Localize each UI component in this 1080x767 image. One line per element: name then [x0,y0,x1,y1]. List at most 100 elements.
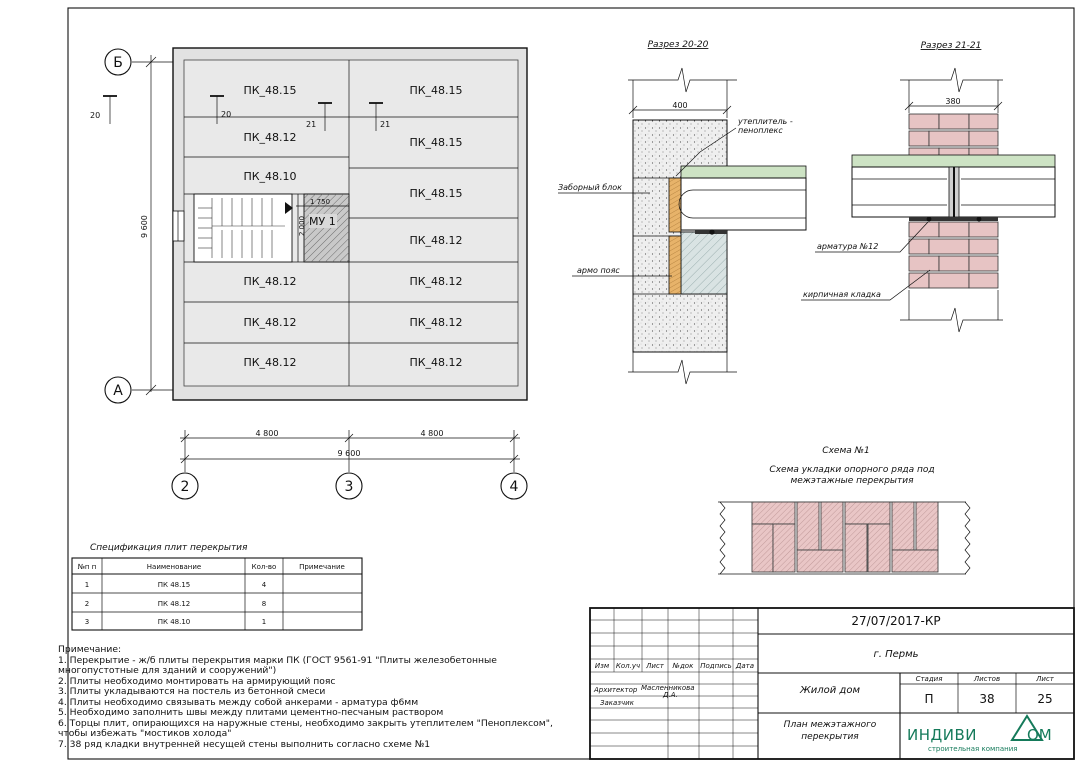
section-21-21: Разрез 21-21 380 [801,41,1056,333]
tb-stage: П [924,692,933,706]
mu1-label: МУ 1 [309,215,336,228]
notes-line: 5. Необходимо заполнить швы между плитам… [58,707,443,718]
floor-plan: МУ 1 1 750 2 000 ПК_48.15 ПК_48.12 ПК_48… [90,47,528,500]
slab-label: ПК_48.12 [409,316,462,329]
notes-heading: Примечание: [58,644,121,655]
spec-cell: ПК 48.10 [158,618,191,626]
tb-code: 27/07/2017-КР [851,614,940,628]
tb-person-1: Масленникова [641,684,695,692]
notes: Примечание: 1. Перекрытие - ж/б плиты пе… [58,644,553,750]
slab-label: ПК_48.12 [409,234,462,247]
tb-stage-header: Стадия [916,675,943,683]
label-masonry: кирпичная кладка [803,290,881,299]
screed-layer [680,165,807,179]
logo-subtitle: строительная компания [928,745,1017,753]
svg-text:20: 20 [221,110,231,119]
axis-bubble-4 [500,472,528,500]
svg-text:21: 21 [306,120,316,129]
spec-header-qty: Кол-во [252,563,277,571]
tb-sheets: 38 [979,692,994,706]
notes-line: 4. Плиты необходимо связывать между собо… [58,697,418,708]
axis-label-3: 3 [345,479,354,495]
notes-line: 3. Плиты укладываются на постель из бето… [58,686,325,697]
scheme-1: Схема №1 Схема укладки опорного ряда под… [718,446,971,575]
section-20-title: Разрез 20-20 [648,40,709,50]
svg-text:20: 20 [90,111,100,120]
logo-text-1: ИНДИВИ [907,726,977,744]
section-marker-21a: 21 [306,102,332,131]
tb-small-header: Лист [645,662,665,670]
slab-label: ПК_48.15 [409,136,462,149]
slab-label: ПК_48.12 [243,356,296,369]
spec-cell: ПК 48.15 [158,581,191,589]
screed-layer-21 [851,154,1056,168]
axis-bubble-2 [171,472,199,500]
section-marker-21b: 21 [369,102,390,131]
section-marker-20b: 20 [210,95,231,124]
notes-line: чтобы избежать "мостиков холода" [58,728,231,739]
tb-sheets-header: Листов [973,675,1000,683]
tb-list: 25 [1037,692,1052,706]
slab-label: ПК_48.12 [409,356,462,369]
slab-label: ПК_48.15 [409,84,462,97]
label-belt: армо пояс [577,266,620,275]
scheme-subtitle-1: Схема укладки опорного ряда под [769,465,934,475]
notes-line: 1. Перекрытие - ж/б плиты перекрытия мар… [58,655,497,666]
hollow-slab [680,177,807,231]
tb-list-header: Лист [1035,675,1055,683]
tb-small-header: Кол.уч [616,662,640,670]
tb-small-header: №док [672,662,694,670]
section-20-dim: 400 [672,101,687,110]
spec-header-name: Наименование [147,563,201,571]
dim-bottom-total: 9 600 [338,449,361,458]
tb-sheet-name-1: План межэтажного [784,720,877,730]
spec-cell: 1 [85,581,89,589]
axis-label-a: А [113,383,123,399]
slab-label: ПК_48.15 [409,187,462,200]
spec-cell: 4 [262,581,267,589]
label-insulation-2: пеноплекс [738,126,783,135]
spec-cell: ПК 48.12 [158,600,191,608]
spec-cell: 2 [85,600,89,608]
tb-role-customer: Заказчик [600,699,635,707]
label-rebar: арматура №12 [817,242,878,251]
spec-cell: 1 [262,618,266,626]
house-icon [1010,714,1044,741]
slab-label: ПК_48.15 [243,84,296,97]
insulation-lower [668,235,682,295]
section-21-title: Разрез 21-21 [921,41,982,51]
axis-label-2: 2 [181,479,190,495]
slab-label: ПК_48.12 [409,275,462,288]
axis-label-4: 4 [510,479,519,495]
logo-text-2: ОМ [1027,726,1052,744]
label-insulation-1: утеплитель - [737,117,793,126]
tb-city: г. Пермь [873,649,918,660]
section-20-20: Разрез 20-20 400 утеплитель - пеноплек [558,40,807,385]
tb-object: Жилой дом [799,685,860,696]
spec-title: Спецификация плит перекрытия [90,543,248,553]
dim-bottom-a: 4 800 [256,429,279,438]
slab-label: ПК_48.10 [243,170,296,183]
tb-small-header: Дата [735,662,754,670]
axis-label-b: Б [113,55,123,71]
tb-role-architect: Архитектор [593,686,638,694]
dim-stair-height: 2 000 [298,216,306,236]
slab-label: ПК_48.12 [243,131,296,144]
notes-line: многопустотные для зданий и сооружений") [58,665,276,676]
tb-person-2: Д.А. [662,691,678,699]
tb-small-header: Подпись [700,662,732,670]
sheet-frame [67,7,1075,760]
notes-line: 2. Плиты необходимо монтировать на армир… [58,676,335,687]
brick-masonry-bottom [908,221,999,289]
tb-sheet-name-2: перекрытия [801,732,859,742]
spec-table: Спецификация плит перекрытия №п п Наимен… [71,543,363,631]
spec-header-n: №п п [78,563,97,571]
dim-left-total: 9 600 [140,215,149,238]
spec-cell: 3 [85,618,89,626]
scheme-subtitle-2: межэтажные перекрытия [790,476,914,486]
svg-text:21: 21 [380,120,390,129]
tb-small-header: Изм [595,662,610,670]
label-block: Заборный блок [558,183,622,192]
axis-bubble-a [104,376,132,404]
